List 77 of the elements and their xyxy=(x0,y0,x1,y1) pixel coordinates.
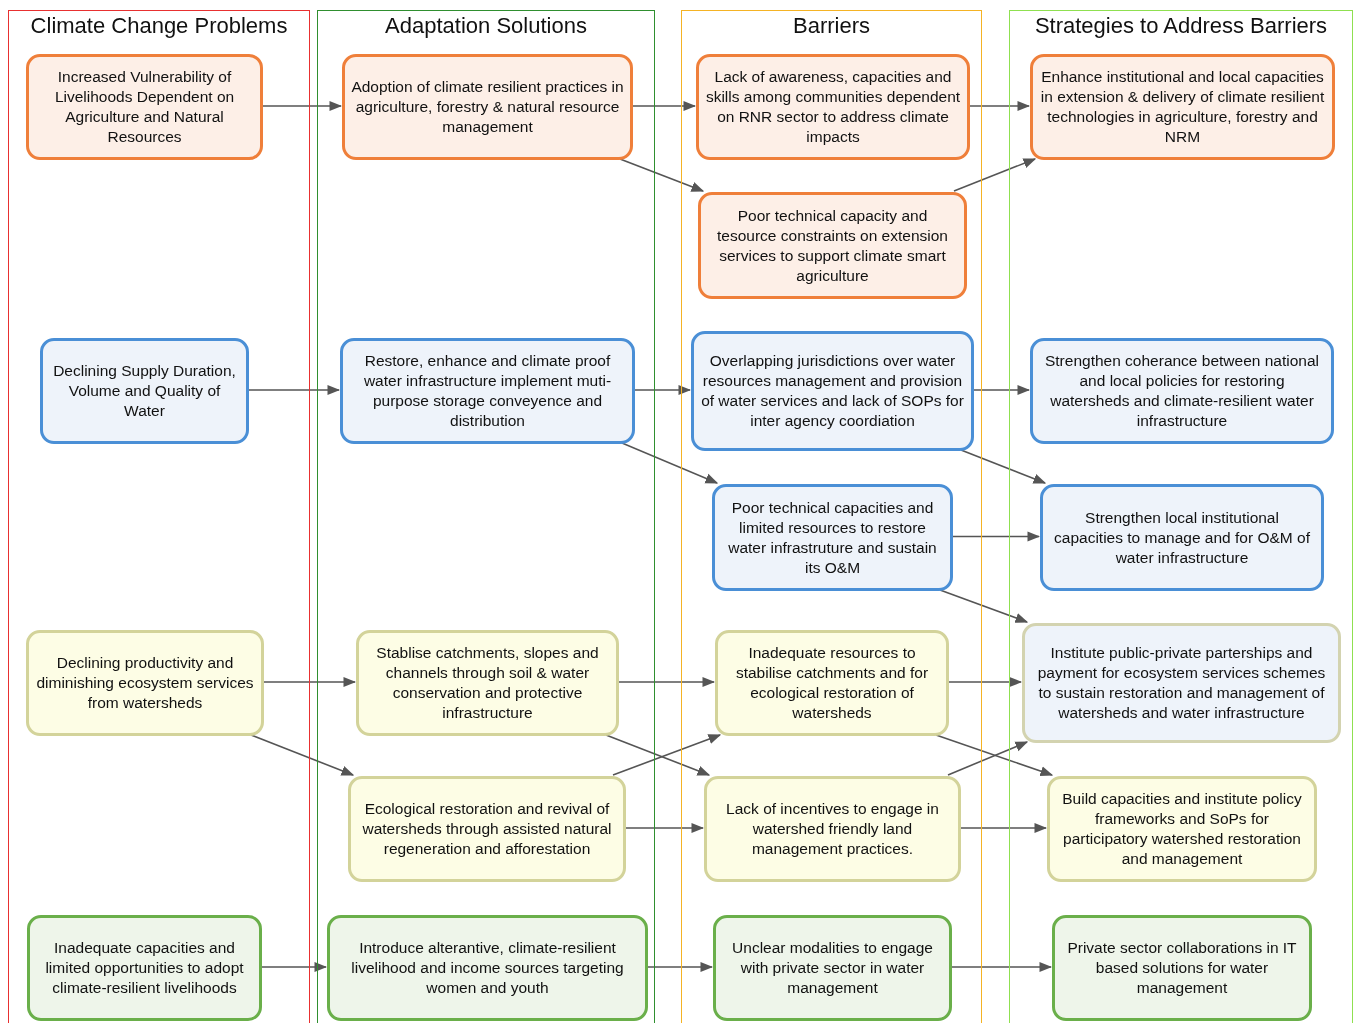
box-text: Lack of incentives to engage in watershed friendly land management practices. xyxy=(725,799,940,859)
box-text: Strengthen local institutional capacities to manage and for O&M of water infrastructure xyxy=(1053,507,1311,568)
process-box xyxy=(713,915,952,1021)
arrow xyxy=(612,734,722,776)
arrow xyxy=(972,384,1031,396)
box-text: Stablise catchments, slopes and channels through soil & water conservation and protective infrastructure xyxy=(375,643,600,723)
box-text: Restore, enhance and climate proof water infrastructure implement muti-purpose storage conveyence and distribution xyxy=(362,351,613,431)
column-band xyxy=(681,10,982,1023)
box-text: Poor technical capacity and tesource constraints on extension services to support climate smart agriculture xyxy=(716,205,949,286)
box-text: Overlapping jurisdictions over water resources management and provision of water services and lack of SOPs for inter agency coordiation xyxy=(700,351,965,431)
process-box xyxy=(340,338,635,444)
arrow xyxy=(624,822,705,834)
arrow xyxy=(935,734,1054,777)
process-box xyxy=(691,331,974,451)
arrow xyxy=(247,384,341,396)
process-box xyxy=(704,776,961,882)
arrow xyxy=(951,531,1041,542)
arrow xyxy=(261,100,343,112)
arrow xyxy=(633,384,692,396)
arrow xyxy=(960,449,1047,484)
process-box xyxy=(40,338,249,444)
column-heading: Barriers xyxy=(792,13,871,39)
box-text: Private sector collaborations in IT based solutions for water management xyxy=(1066,938,1298,998)
arrow xyxy=(947,676,1023,688)
column-band xyxy=(317,10,655,1023)
arrow xyxy=(939,589,1029,623)
arrow xyxy=(621,442,719,484)
column-band xyxy=(1009,10,1353,1023)
process-box xyxy=(27,915,262,1021)
box-text: Enhance institutional and local capacities in extension & delivery of climate resilient technologies in agriculture, forestry and NRM xyxy=(1039,67,1326,147)
box-text: Strengthen coherance between national and local policies for restoring watersheds and climate-resilient water infrastructure xyxy=(1043,351,1320,431)
process-box xyxy=(715,630,949,736)
process-box xyxy=(712,484,953,591)
arrow xyxy=(619,158,705,192)
box-text: Lack of awareness, capacities and skills among communities dependent on RNR sector to address climate impacts xyxy=(705,67,961,147)
process-box xyxy=(1022,623,1341,743)
process-box xyxy=(1052,915,1312,1021)
box-text: Increased Vulnerability of Livelihoods Dependent on Agriculture and Natural Resources xyxy=(53,67,236,147)
arrow xyxy=(262,676,357,688)
process-box xyxy=(698,192,967,299)
process-box xyxy=(1030,54,1335,160)
box-text: Inadequate capacities and limited opportunities to adopt climate-resilient livelihoods xyxy=(44,938,245,998)
process-box xyxy=(696,54,970,160)
process-box xyxy=(1030,338,1334,444)
arrow xyxy=(959,822,1048,834)
process-box xyxy=(356,630,619,736)
box-text: Adoption of climate resilient practices in agriculture, forestry & natural resource management xyxy=(351,77,624,137)
process-box xyxy=(342,54,633,160)
process-box xyxy=(327,915,648,1021)
process-box xyxy=(26,630,264,736)
column-band xyxy=(8,10,310,1023)
column-heading: Strategies to Address Barriers xyxy=(1033,13,1329,39)
arrow xyxy=(605,734,711,776)
box-text: Unclear modalities to engage with private sector in water management xyxy=(731,938,934,998)
arrow xyxy=(250,734,355,776)
process-box xyxy=(26,54,263,160)
box-text: Introduce alterantive, climate-resilient livelihood and income sources targeting women and youth xyxy=(350,938,625,998)
arrow xyxy=(968,100,1031,112)
box-text: Poor technical capacities and limited resources to restore water infrastruture and sustain its O&M xyxy=(727,497,938,578)
arrow xyxy=(953,158,1037,192)
column-heading: Adaptation Solutions xyxy=(384,13,588,39)
arrow xyxy=(950,961,1053,973)
process-box xyxy=(1040,484,1324,591)
arrow xyxy=(260,961,328,973)
box-text: Ecological restoration and revival of watersheds through assisted natural regeneration and afforestation xyxy=(361,799,613,859)
box-text: Declining Supply Duration, Volume and Quality of Water xyxy=(52,361,237,421)
box-text: Inadequate resources to stabilise catchments and for ecological restoration of watersheds xyxy=(734,643,930,723)
column-heading: Climate Change Problems xyxy=(29,13,289,39)
arrow xyxy=(947,741,1029,776)
box-text: Build capacities and institute policy frameworks and SoPs for participatory watershed restoration and management xyxy=(1061,789,1303,869)
arrow xyxy=(631,100,697,112)
box-text: Declining productivity and diminishing ecosystem services from watersheds xyxy=(35,653,255,713)
box-text: Institute public-private parterships and payment for ecosystem services schemes to sustain restoration and management of watersheds and water infrastructure xyxy=(1036,643,1327,723)
arrow xyxy=(617,676,716,688)
process-box xyxy=(1047,776,1317,882)
arrow xyxy=(646,961,714,973)
process-box xyxy=(348,776,626,882)
